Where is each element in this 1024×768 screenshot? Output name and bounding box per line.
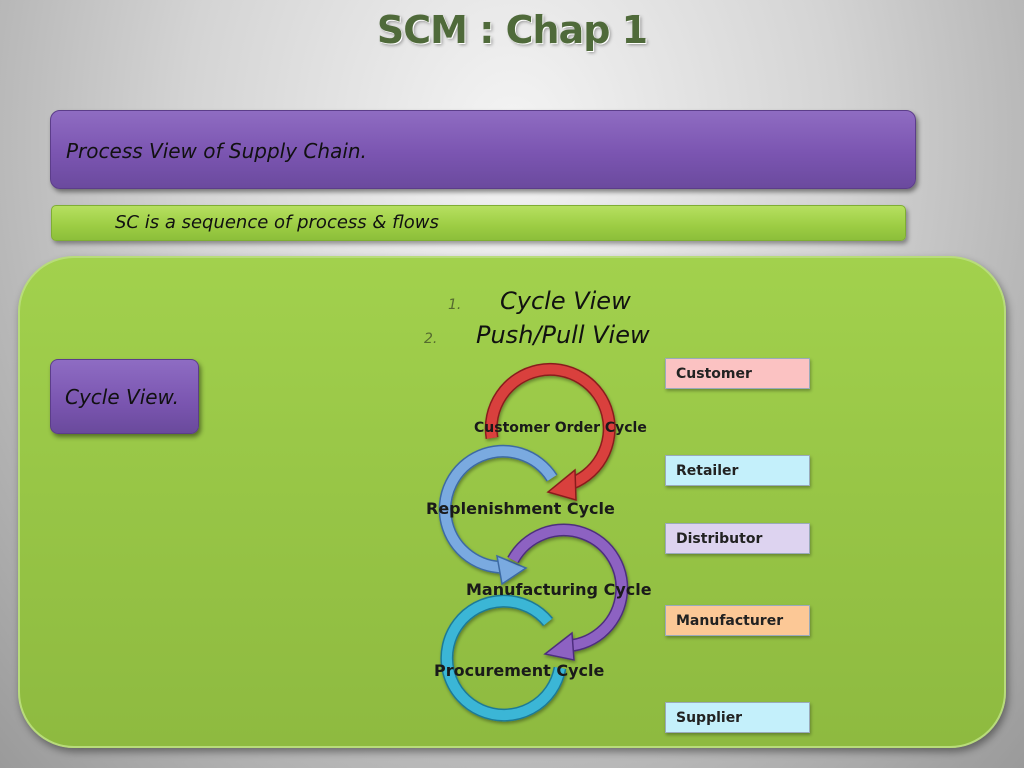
list-number-2: 2.	[424, 331, 438, 347]
content-panel	[18, 256, 1006, 748]
slide-title: SCM : Chap 1	[376, 8, 648, 52]
cycle-label-procurement: Procurement Cycle	[434, 661, 605, 680]
role-retailer: Retailer	[665, 455, 810, 486]
subheading-text: SC is a sequence of process & flows	[115, 212, 439, 233]
role-supplier-label: Supplier	[676, 710, 743, 726]
role-distributor-label: Distributor	[676, 531, 763, 547]
replenishment-cycle-arrow	[438, 444, 558, 586]
role-manufacturer-label: Manufacturer	[676, 613, 784, 629]
role-customer: Customer	[665, 358, 810, 389]
procurement-cycle-arrow	[440, 594, 567, 722]
role-retailer-label: Retailer	[676, 463, 739, 479]
role-supplier: Supplier	[665, 702, 810, 733]
heading-text: Process View of Supply Chain.	[66, 139, 367, 163]
role-manufacturer: Manufacturer	[665, 605, 810, 636]
cycle-view-label: Cycle View.	[65, 385, 179, 409]
subheading-banner: SC is a sequence of process & flows	[51, 205, 906, 241]
list-number-1: 1.	[448, 297, 462, 313]
customer-order-cycle-arrow	[484, 362, 616, 502]
cycle-label-customer-order: Customer Order Cycle	[474, 420, 647, 436]
list-item-cycle-view: Cycle View	[500, 287, 631, 315]
list-item-push-pull-view: Push/Pull View	[476, 321, 650, 349]
cycle-label-manufacturing: Manufacturing Cycle	[466, 580, 652, 599]
heading-banner: Process View of Supply Chain.	[50, 110, 916, 189]
manufacturing-cycle-arrow	[507, 523, 629, 661]
role-customer-label: Customer	[676, 366, 752, 382]
role-distributor: Distributor	[665, 523, 810, 554]
cycle-view-label-box: Cycle View.	[50, 359, 199, 434]
cycle-label-replenishment: Replenishment Cycle	[426, 499, 615, 518]
